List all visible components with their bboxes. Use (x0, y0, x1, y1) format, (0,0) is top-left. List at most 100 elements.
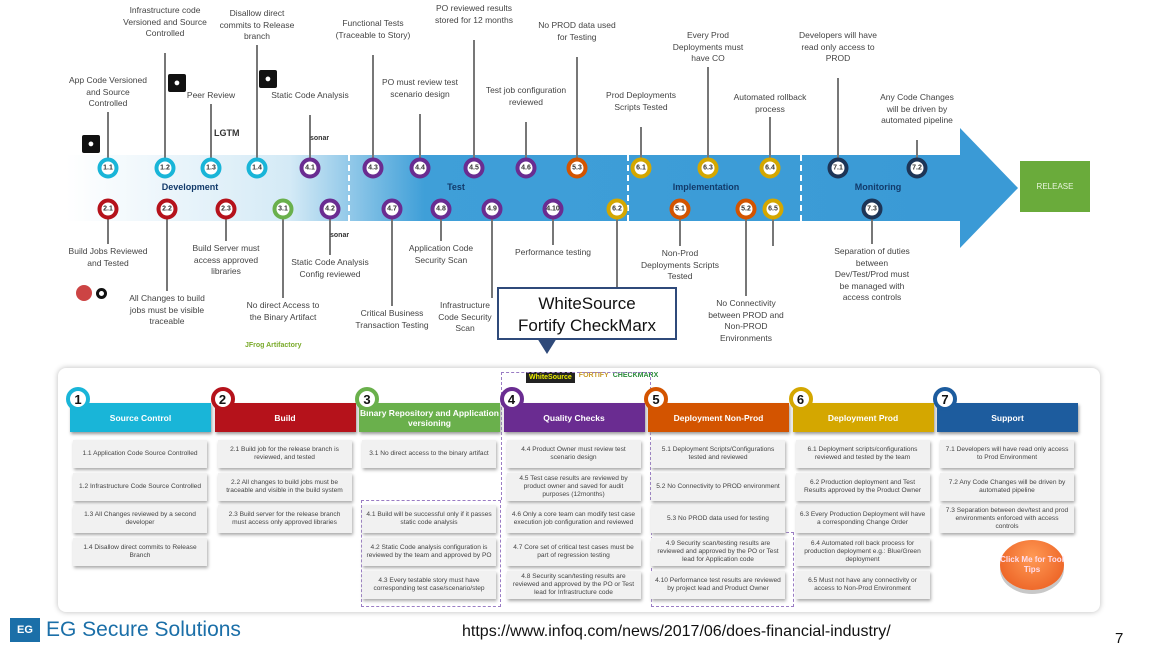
column-header-7: Support (937, 403, 1078, 432)
milestone-5-3: 5.3 (566, 157, 588, 179)
milestone-4-3: 4.3 (362, 157, 384, 179)
stage-implementation: Implementation (672, 182, 740, 192)
milestone-4-9: 4.9 (481, 198, 503, 220)
milestone-4-1: 4.1 (299, 157, 321, 179)
column-number: 6 (788, 387, 813, 411)
milestone-3-1: 3.1 (272, 198, 294, 220)
control-item: 7.2 Any Code Changes will be driven by a… (940, 473, 1074, 501)
connector-line (391, 209, 393, 306)
control-item: 4.3 Every testable story must have corre… (362, 571, 496, 599)
connector-line (837, 78, 839, 168)
milestone-label: PO reviewed results stored for 12 months (435, 3, 513, 25)
callout-line: Fortify CheckMarx (518, 316, 656, 335)
connector-line (107, 209, 109, 244)
pipeline-arrow-head (960, 128, 1018, 248)
milestone-7-1: 7.1 (827, 157, 849, 179)
milestone-6-2: 6.2 (606, 198, 628, 220)
column-number: 7 (933, 387, 957, 411)
connector-line (210, 103, 212, 168)
control-item: 7.1 Developers will have read only acces… (940, 440, 1074, 468)
control-item: 2.1 Build job for the release branch is … (217, 440, 352, 468)
control-item: 2.3 Build server for the release branch … (217, 505, 352, 533)
connector-line (225, 209, 227, 241)
quality-group-outline (361, 500, 501, 607)
column-header-4: Quality Checks (503, 403, 645, 432)
connector-line (372, 54, 374, 168)
company-name: EG Secure Solutions (46, 618, 241, 641)
connector-line (679, 209, 681, 246)
tools-callout: WhiteSource Fortify CheckMarx (497, 287, 677, 354)
milestone-1-1: 1.1 (97, 157, 119, 179)
github-icon: ● (168, 74, 186, 92)
fortify-logo: FORTIFY (578, 372, 609, 379)
stage-divider (348, 155, 350, 221)
milestone-6-3: 6.3 (697, 157, 719, 179)
column-number: 4 (499, 387, 524, 411)
milestone-label: All Changes to build jobs must be visibl… (129, 293, 205, 326)
milestone-label: No PROD data used for Testing (538, 20, 616, 42)
control-item: 1.4 Disallow direct commits to Release B… (73, 538, 207, 566)
tool-tips-button[interactable]: Click Me for Tool Tips (1000, 540, 1064, 590)
control-item: 1.1 Application Code Source Controlled (73, 440, 207, 468)
connector-line (256, 44, 258, 168)
control-item: 1.3 All Changes reviewed by a second dev… (73, 505, 207, 533)
logo-mark: EG (10, 618, 40, 642)
milestone-7-2: 7.2 (906, 157, 928, 179)
column-number: 2 (210, 387, 235, 411)
source-link[interactable]: https://www.infoq.com/news/2017/06/does-… (462, 623, 891, 640)
milestone-4-8: 4.8 (430, 198, 452, 220)
milestone-6-4: 6.4 (759, 157, 781, 179)
control-item: 5.2 No Connectivity to PROD environment (651, 473, 785, 501)
milestone-label: Critical Business Transaction Testing (355, 308, 429, 330)
milestone-label: Peer Review (186, 90, 236, 100)
milestone-label: Separation of duties between Dev/Test/Pr… (834, 246, 910, 302)
connector-line (166, 209, 168, 291)
column-number: 3 (355, 387, 379, 411)
control-item: 4.6 Only a core team can modify test cas… (506, 505, 641, 533)
milestone-label: PO must review test scenario design (381, 77, 459, 99)
callout-line: WhiteSource (538, 294, 636, 313)
milestone-label: Functional Tests (Traceable to Story) (335, 18, 411, 40)
milestone-label: Automated rollback process (733, 92, 807, 114)
connector-line (473, 39, 475, 168)
milestone-label: No Connectivity between PROD and Non-PRO… (708, 298, 784, 343)
column-header-5: Deployment Non-Prod (648, 403, 789, 432)
quality-group-outline (501, 372, 651, 500)
control-item: 6.5 Must not have any connectivity or ac… (795, 571, 930, 599)
milestone-2-3: 2.3 (215, 198, 237, 220)
control-item: 3.1 No direct access to the binary artif… (362, 440, 496, 468)
control-item: 4.5 Test case results are reviewed by pr… (506, 473, 641, 501)
column-number: 5 (644, 387, 668, 411)
stage-development: Development (161, 182, 219, 192)
column-number: 1 (66, 387, 90, 411)
column-header-1: Source Control (70, 403, 211, 432)
milestone-label: App Code Versioned and Source Controlled (69, 75, 147, 108)
milestone-label: Prod Deployments Scripts Tested (606, 90, 676, 112)
milestone-6-1: 6.1 (630, 157, 652, 179)
milestone-label: Disallow direct commits to Release branc… (219, 8, 295, 41)
control-item: 4.1 Build will be successful only if it … (362, 505, 496, 533)
control-item: 6.1 Deployment scripts/configurations re… (795, 440, 930, 468)
milestone-label: Developers will have read only access to… (799, 30, 877, 63)
milestone-4-6: 4.6 (515, 157, 537, 179)
milestone-2-2: 2.2 (156, 198, 178, 220)
control-item: 6.2 Production deployment and Test Resul… (795, 473, 930, 501)
control-item: 2.2 All changes to build jobs must be tr… (217, 473, 352, 501)
connector-line (164, 53, 166, 168)
lgtm-logo: LGTM (214, 128, 240, 138)
connector-line (576, 56, 578, 168)
column-header-2: Build (214, 403, 356, 432)
connector-line (871, 209, 873, 244)
connector-line (745, 209, 747, 296)
company-logo: EG EG Secure Solutions (10, 618, 241, 642)
milestone-5-1: 5.1 (669, 198, 691, 220)
connector-line (707, 66, 709, 168)
milestone-4-7: 4.7 (381, 198, 403, 220)
milestone-label: Static Code Analysis Config reviewed (291, 257, 369, 279)
connector-line (329, 209, 331, 255)
milestone-label: Infrastructure Code Security Scan (438, 300, 492, 333)
control-item: 5.3 No PROD data used for testing (651, 505, 785, 533)
control-item: 4.9 Security scan/testing results are re… (651, 538, 785, 566)
milestone-7-3: 7.3 (861, 198, 883, 220)
github-icon: ● (259, 70, 277, 88)
